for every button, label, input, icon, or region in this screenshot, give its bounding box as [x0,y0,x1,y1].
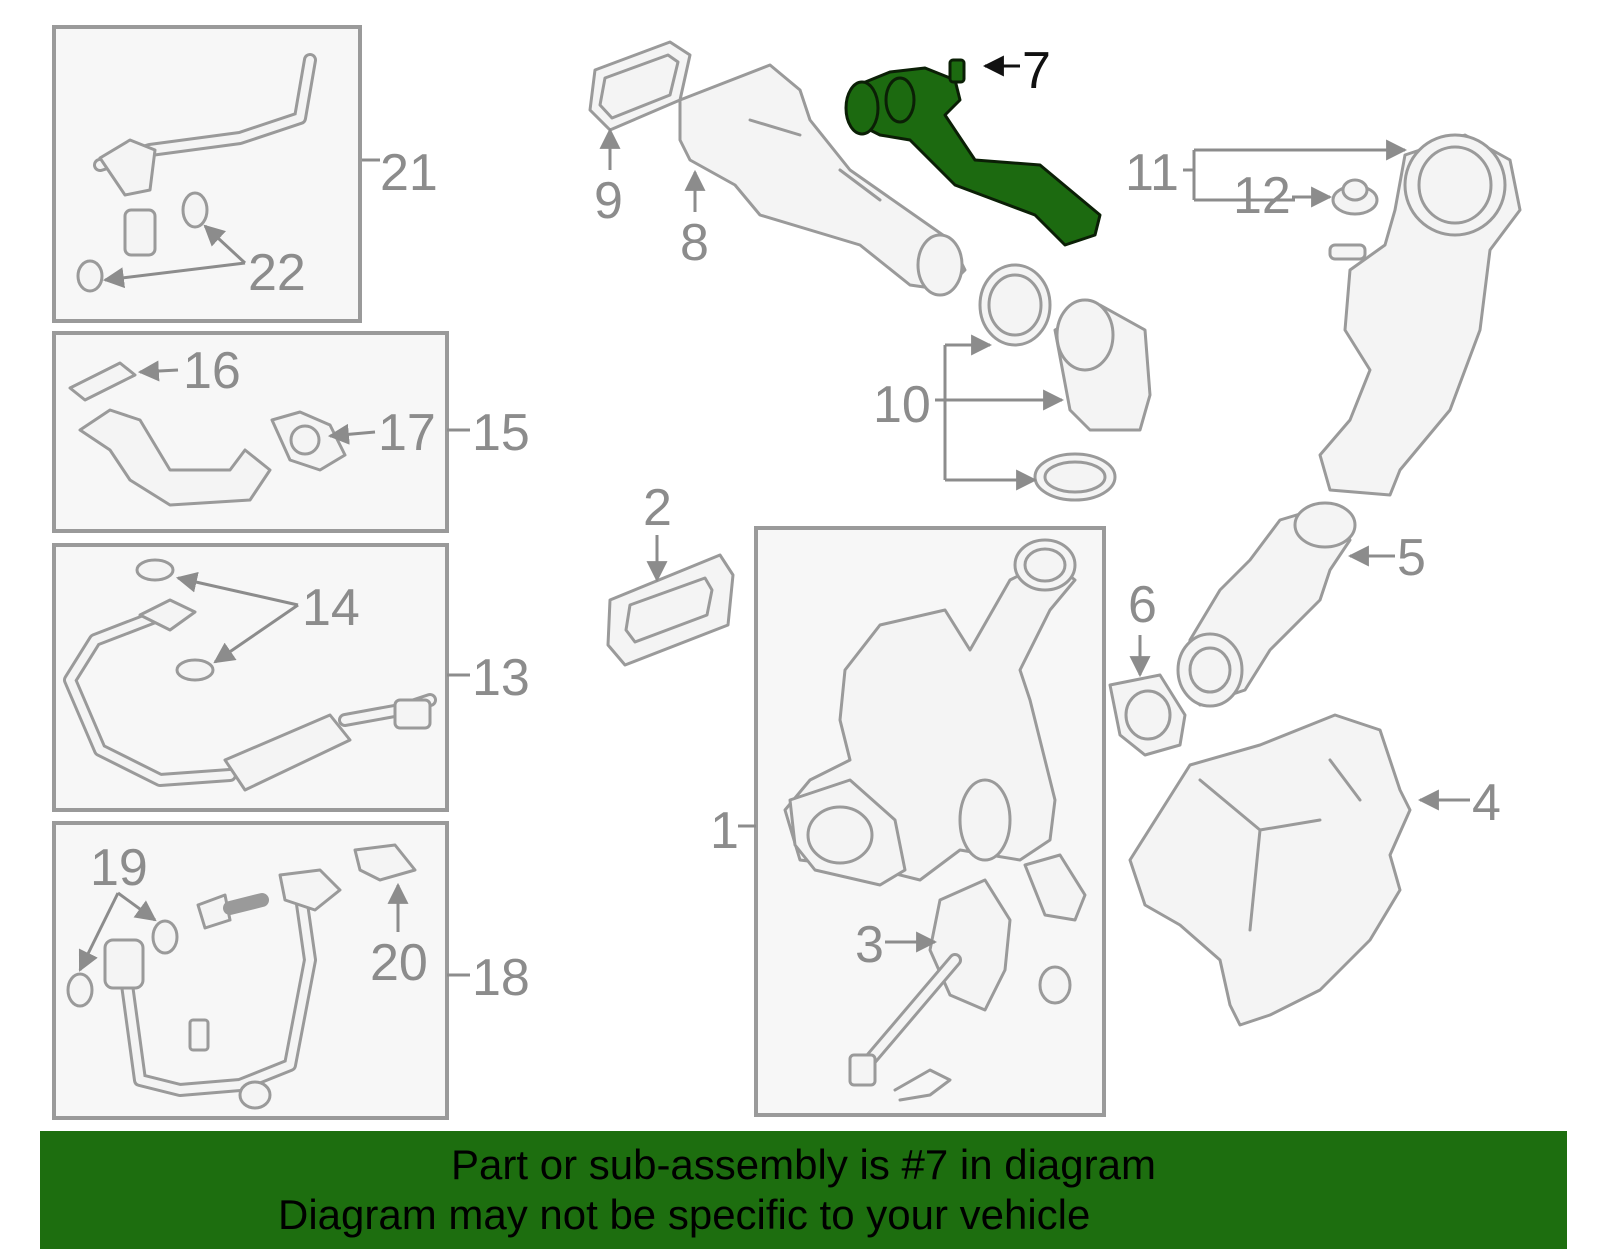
label-11: 11 [1125,144,1179,202]
banner-line-2: Diagram may not be specific to your vehi… [278,1191,1091,1238]
label-20: 20 [370,934,428,992]
part-6-gasket [1108,635,1187,757]
part-7-hose-highlighted[interactable] [844,55,1102,247]
label-2: 2 [643,479,672,537]
part-8-duct [678,63,967,297]
label-15: 15 [472,404,530,462]
label-10: 10 [873,376,931,434]
label-13: 13 [472,649,530,707]
label-21: 21 [380,144,438,202]
part-10-hose-and-clamps [935,263,1152,502]
box-15 [52,331,470,533]
label-8: 8 [680,214,709,272]
label-7: 7 [1022,42,1051,100]
part-12-grommet [1292,178,1379,216]
part-5-pipe [1176,501,1395,708]
info-banner: Part or sub-assembly is #7 in diagram Di… [40,1131,1567,1249]
label-3: 3 [855,916,884,974]
label-6: 6 [1128,576,1157,634]
label-1: 1 [710,802,739,860]
label-9: 9 [594,172,623,230]
label-22: 22 [248,244,306,302]
box-13 [52,543,470,812]
part-11-intake [1183,133,1522,497]
banner-line-1: Part or sub-assembly is #7 in diagram [451,1141,1156,1188]
label-18: 18 [472,949,530,1007]
part-4-heat-shield [1128,713,1470,1027]
box-18 [52,821,470,1120]
label-4: 4 [1472,774,1501,832]
part-9-gasket [588,40,692,170]
label-17: 17 [378,404,436,462]
box-1-turbocharger [738,526,1106,1117]
label-14: 14 [302,579,360,637]
part-2-gasket [606,535,735,667]
label-19: 19 [90,839,148,897]
box-21 [52,25,380,323]
label-12: 12 [1233,167,1291,225]
label-16: 16 [183,342,241,400]
label-5: 5 [1397,529,1426,587]
